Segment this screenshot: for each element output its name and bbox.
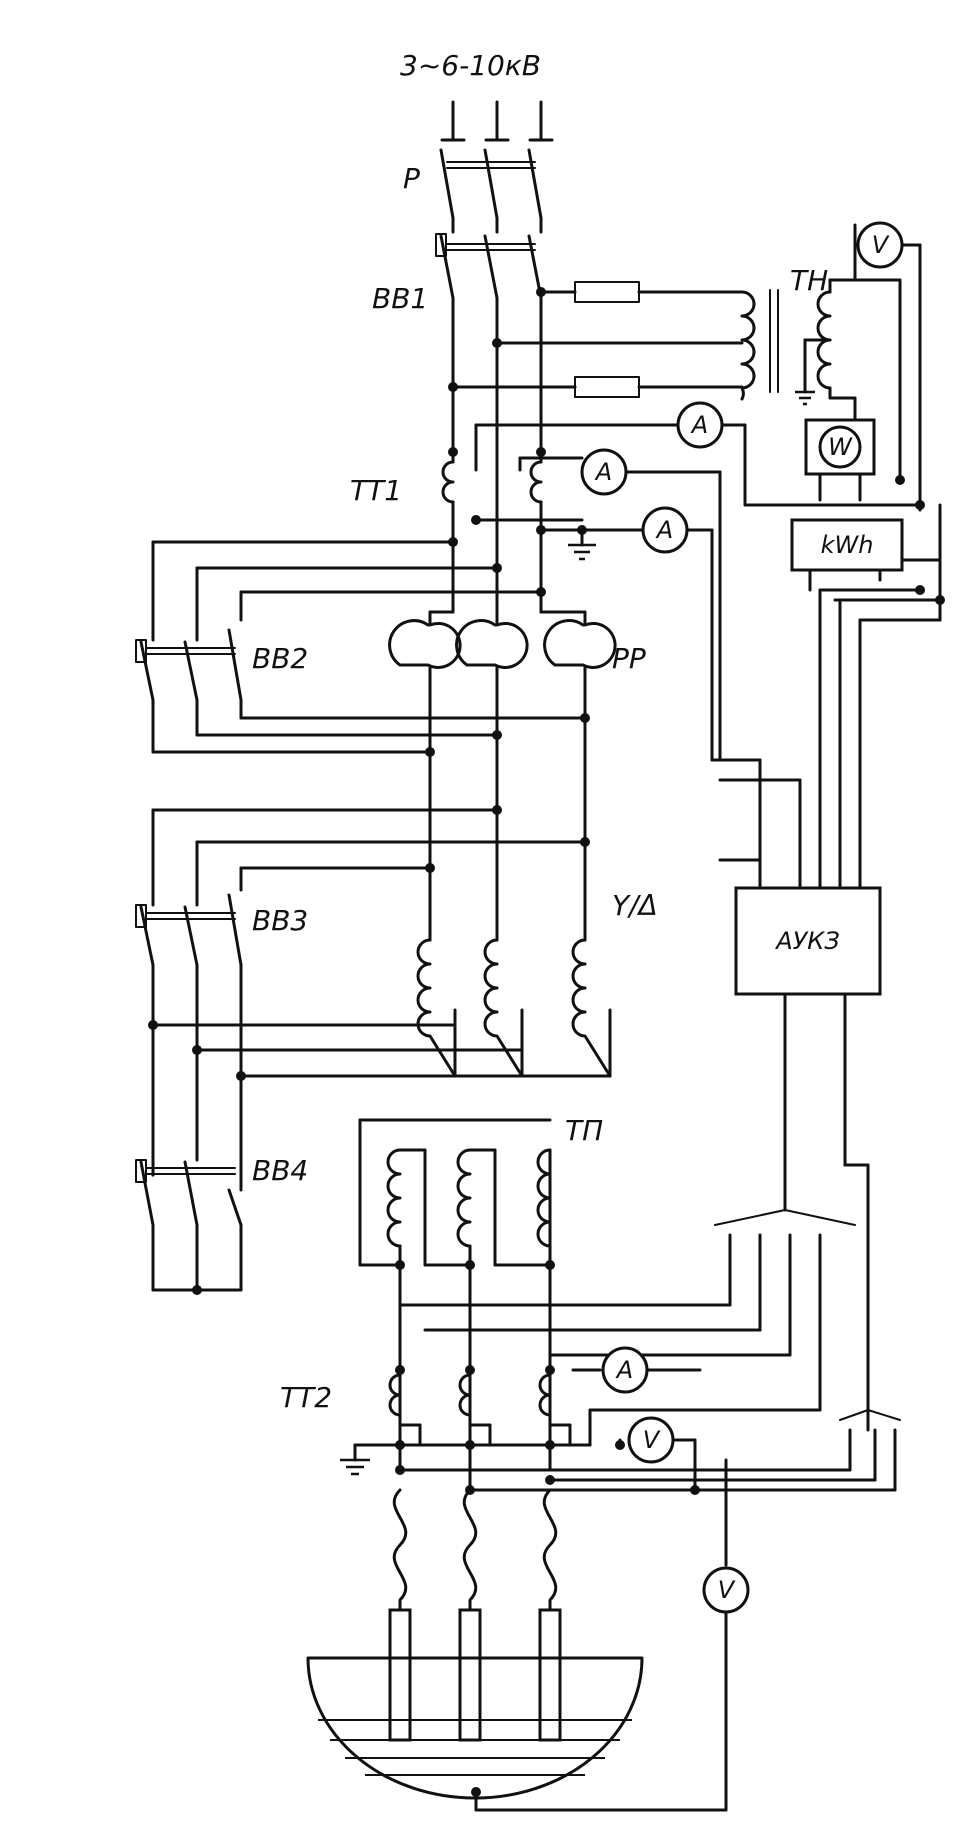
breaker3-label: ВВ3 bbox=[252, 904, 308, 937]
voltage-transformer-label: ТН bbox=[790, 264, 828, 297]
energy-meter: kWh bbox=[790, 503, 942, 622]
signal-bundles bbox=[714, 1209, 901, 1492]
ct2-label: ТТ2 bbox=[280, 1381, 332, 1414]
disconnector-label: Р bbox=[403, 162, 420, 195]
disconnector-r bbox=[439, 148, 543, 220]
ct1-label: ТТ1 bbox=[350, 474, 402, 507]
supply-voltage-label: 3~6-10кВ bbox=[400, 49, 541, 82]
ammeter-label-1: A bbox=[690, 411, 708, 439]
electrode-bath bbox=[306, 1656, 644, 1800]
breaker-bb2 bbox=[135, 540, 587, 754]
voltmeter-label-2: V bbox=[643, 1426, 661, 1454]
voltmeter-label: V bbox=[872, 231, 890, 259]
junction-dots bbox=[148, 287, 945, 1797]
voltage-transformer-th bbox=[451, 243, 922, 512]
ct-tt2: A V bbox=[340, 1303, 822, 1492]
star-delta-label: Y/Δ bbox=[612, 889, 658, 922]
breaker-bb3 bbox=[135, 808, 587, 1192]
furnace-transformer-tp bbox=[358, 1118, 552, 1372]
ct-tt1 bbox=[441, 423, 680, 602]
star-delta-windings bbox=[151, 938, 612, 1078]
breaker-bb4 bbox=[135, 1159, 243, 1292]
breaker1-label: ВВ1 bbox=[372, 282, 428, 315]
ammeter-label-3: A bbox=[655, 516, 673, 544]
supply-terminals bbox=[440, 100, 554, 142]
wattmeter: W bbox=[804, 418, 876, 502]
wattmeter-label: W bbox=[828, 433, 853, 461]
furnace-transformer-label: ТП bbox=[565, 1114, 603, 1147]
reactor-label: РР bbox=[612, 642, 646, 675]
breaker2-label: ВВ2 bbox=[252, 642, 308, 675]
ammeter-label-4: A bbox=[615, 1356, 633, 1384]
electrode-bus bbox=[392, 1443, 897, 1612]
controller-label: АУКЗ bbox=[774, 927, 839, 955]
controller-aukz: АУКЗ bbox=[718, 858, 882, 1432]
electrodes bbox=[388, 1608, 562, 1742]
breaker-bb1 bbox=[435, 216, 543, 300]
bath-voltmeter: V bbox=[474, 1566, 750, 1812]
voltmeter-label-3: V bbox=[718, 1576, 736, 1604]
ammeter-label-2: A bbox=[594, 458, 612, 486]
breaker4-label: ВВ4 bbox=[252, 1154, 308, 1187]
metering-bus bbox=[710, 588, 942, 862]
ammeters-tt1: A A A bbox=[580, 401, 922, 762]
energy-meter-label: kWh bbox=[821, 531, 874, 559]
reactor-pp bbox=[388, 598, 617, 942]
vt-voltmeter: V bbox=[853, 221, 922, 269]
